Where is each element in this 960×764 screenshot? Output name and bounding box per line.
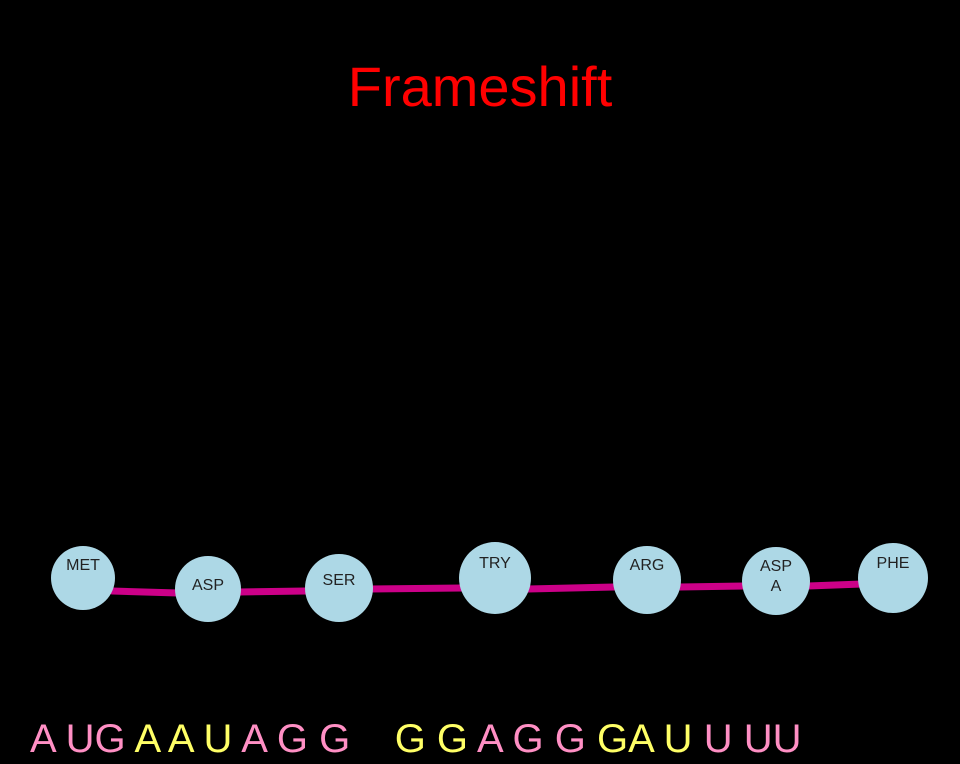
codon-segment: A UG — [30, 717, 135, 761]
codon-segment: A G G — [241, 717, 351, 761]
codon-segment: A G G — [476, 717, 597, 761]
peptide-bond — [524, 583, 618, 593]
amino-acid-label: ASP — [759, 558, 792, 575]
codon-segment: U UU — [703, 717, 802, 761]
amino-acid-label: MET — [66, 557, 100, 574]
amino-acid-asp: ASP — [175, 556, 241, 622]
peptide-bond — [366, 584, 466, 593]
amino-acid-label: TRY — [479, 555, 511, 572]
slide-title: Frameshift — [347, 55, 613, 118]
peptide-bond — [676, 582, 748, 591]
amino-acid-label: SER — [322, 572, 356, 589]
mrna-sequence: A UG A A U A G G G G A G G GA U U UU — [10, 664, 801, 761]
peptide-bonds — [108, 580, 866, 597]
amino-acid-label: ASP — [191, 577, 224, 594]
amino-acid-label: PHE — [876, 555, 910, 572]
amino-acid-phe: PHE — [858, 543, 928, 613]
amino-acid-arg: ARG — [613, 546, 681, 614]
amino-acid-sublabel: A — [770, 578, 782, 595]
amino-acid-met: MET — [51, 546, 115, 610]
peptide-bond — [804, 580, 866, 590]
amino-acid-asp-2: ASP A — [742, 547, 810, 615]
amino-acid-label: ARG — [629, 557, 665, 574]
codon-segment: G G — [394, 717, 477, 761]
peptide-bond — [108, 587, 182, 597]
amino-acid-ser: SER — [305, 554, 373, 622]
amino-acid-try: TRY — [459, 542, 531, 614]
codon-segment: A A U — [134, 717, 242, 761]
peptide-chain — [108, 580, 866, 597]
peptide-bond — [234, 587, 310, 596]
codon-segment: GA U — [596, 717, 704, 761]
codon-gap — [350, 717, 394, 761]
